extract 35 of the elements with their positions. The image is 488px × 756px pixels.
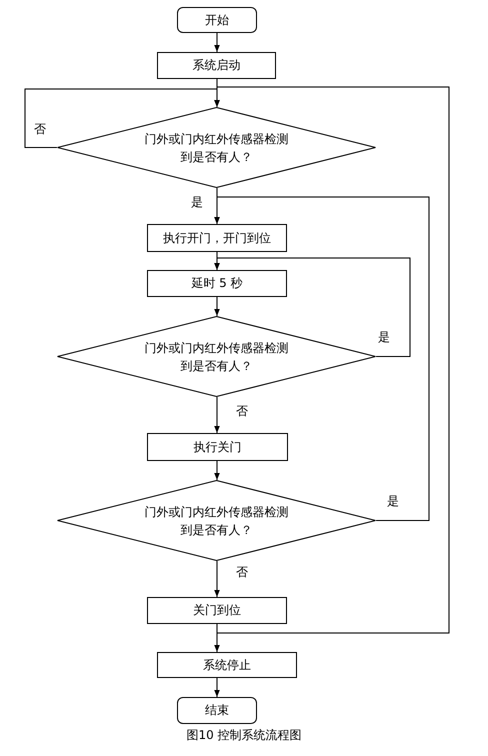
edge-label: 是	[386, 493, 400, 510]
process-box	[147, 224, 287, 252]
process-box	[157, 52, 276, 79]
node-text: 系统停止	[203, 656, 251, 674]
process-box	[147, 433, 288, 461]
arrow	[214, 196, 430, 521]
decision-diamond	[57, 107, 376, 188]
node-text: 门外或门内红外传感器检测到是否有人？	[144, 504, 290, 538]
decision-diamond	[57, 480, 376, 561]
arrow	[214, 32, 220, 52]
node-text: 执行关门	[194, 438, 242, 456]
process-box	[157, 652, 297, 678]
edge-label: 是	[190, 194, 204, 211]
figure-caption: 图10 控制系统流程图	[186, 728, 302, 742]
arrow	[214, 396, 220, 434]
node-text: 门外或门内红外传感器检测到是否有人？	[144, 130, 290, 166]
node-text: 结束	[205, 702, 229, 719]
terminal-box	[177, 697, 257, 724]
edge-label: 是	[377, 329, 391, 346]
node-text: 延时 5 秒	[191, 275, 243, 292]
node-text: 系统启动	[192, 57, 240, 74]
arrow	[214, 678, 220, 698]
process-box	[147, 597, 287, 624]
arrow	[214, 560, 220, 598]
node-text: 关门到位	[193, 602, 241, 619]
terminal-box	[177, 7, 257, 33]
decision-diamond	[57, 316, 376, 397]
process-box	[147, 270, 287, 297]
arrow	[214, 86, 450, 634]
arrow	[214, 296, 220, 316]
arrow	[214, 258, 410, 357]
node-text: 门外或门内红外传感器检测到是否有人？	[144, 340, 290, 374]
arrow	[214, 460, 220, 480]
node-text: 开始	[205, 12, 229, 28]
node-text: 执行开门，开门到位	[163, 230, 271, 246]
